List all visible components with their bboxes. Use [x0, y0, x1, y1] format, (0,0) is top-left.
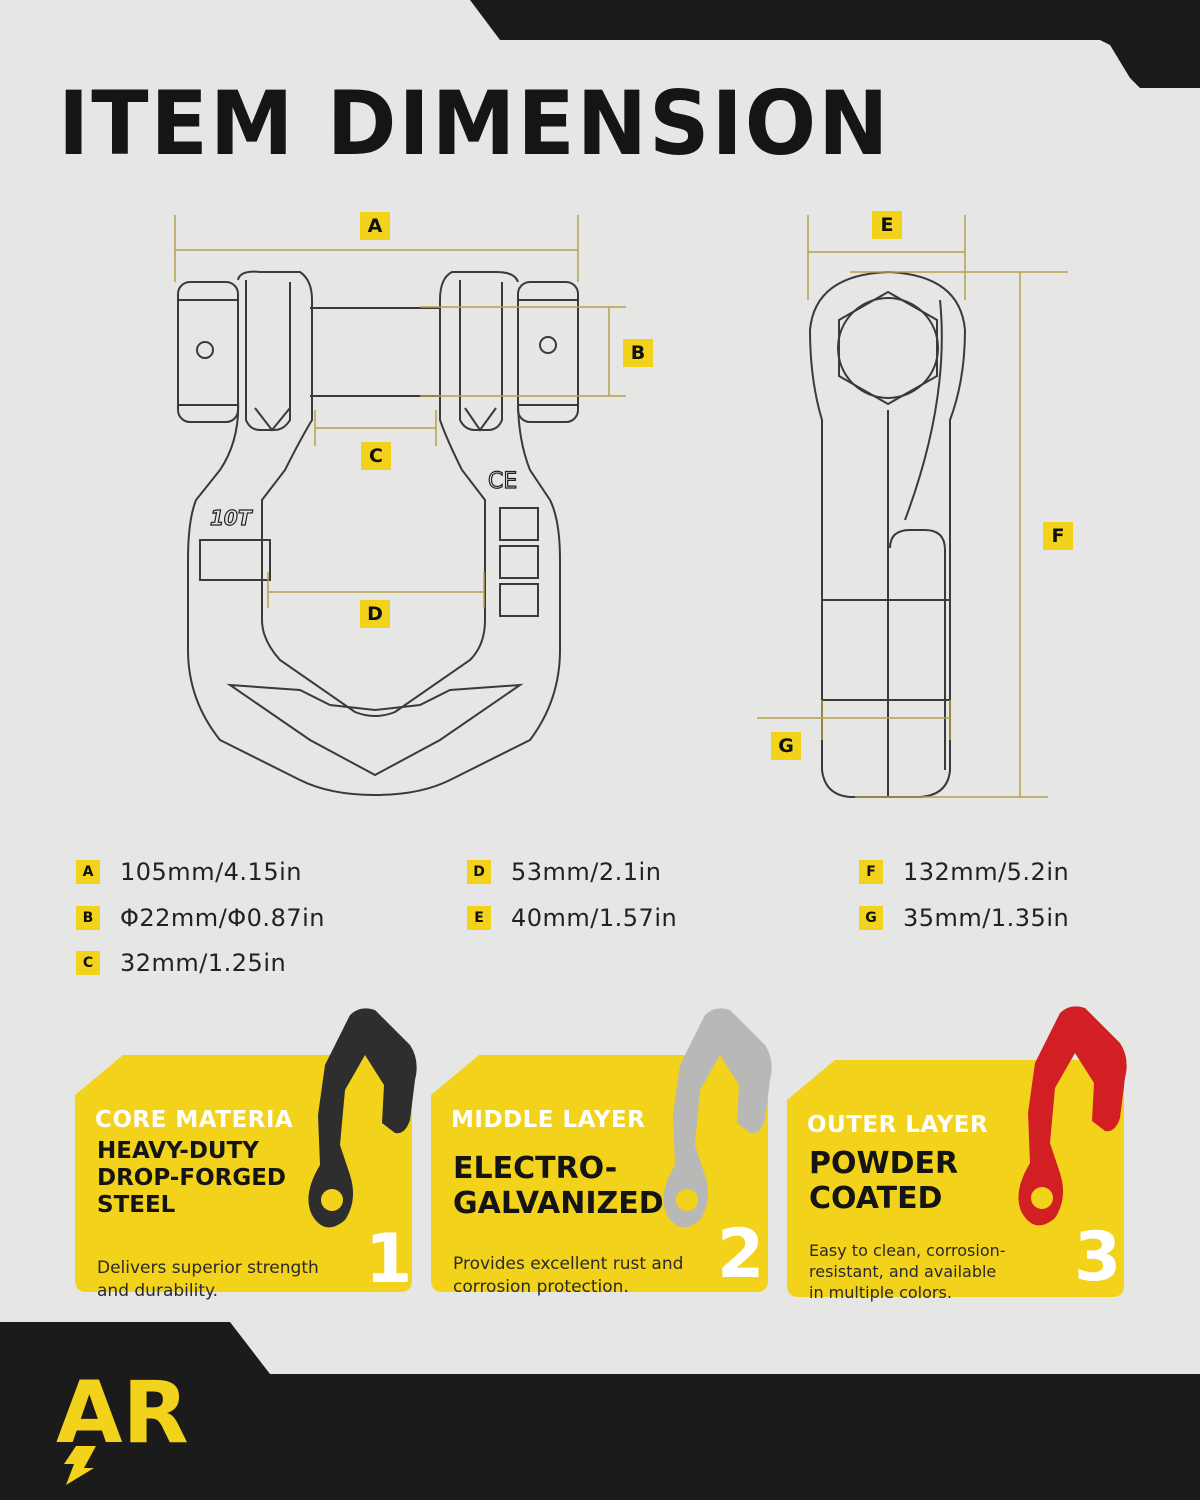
spec-key: G: [859, 906, 883, 930]
layer-description: Easy to clean, corrosion- resistant, and…: [809, 1241, 1006, 1302]
dim-label-f: F: [1043, 522, 1073, 550]
dim-label-e: E: [872, 211, 902, 239]
spec-value: 40mm/1.57in: [511, 904, 678, 932]
middle-hook-image: [663, 1008, 772, 1228]
spec-row-f: F 132mm/5.2in: [859, 857, 1069, 887]
spec-value: 132mm/5.2in: [903, 858, 1070, 886]
layer-number: 1: [365, 1220, 413, 1299]
spec-value: 105mm/4.15in: [120, 858, 302, 886]
dim-label-b: B: [623, 339, 653, 367]
spec-key: B: [76, 906, 100, 930]
ce-mark: CE: [488, 469, 517, 494]
footer-band: [0, 1322, 1200, 1500]
dim-label-c: C: [361, 442, 391, 470]
spec-key: C: [76, 951, 100, 975]
spec-value: 35mm/1.35in: [903, 904, 1070, 932]
layer-heading: HEAVY-DUTY DROP-FORGED STEEL: [97, 1138, 287, 1219]
spec-value: Φ22mm/Φ0.87in: [120, 904, 325, 932]
layer-description: Delivers superior strength and durabilit…: [97, 1258, 319, 1301]
spec-row-g: G 35mm/1.35in: [859, 903, 1069, 933]
spec-key: D: [467, 860, 491, 884]
layer-number: 3: [1074, 1218, 1122, 1297]
layer-description: Provides excellent rust and corrosion pr…: [453, 1254, 684, 1297]
dim-label-g: G: [771, 732, 801, 760]
layer-number: 2: [717, 1215, 765, 1294]
spec-value: 53mm/2.1in: [511, 858, 662, 886]
spec-key: A: [76, 860, 100, 884]
spec-row-a: A 105mm/4.15in: [76, 857, 302, 887]
spec-value: 32mm/1.25in: [120, 949, 287, 977]
outer-hook-image: [1018, 1006, 1127, 1226]
layer-label: OUTER LAYER: [807, 1112, 989, 1138]
top-corner-band: [470, 0, 1200, 88]
spec-row-d: D 53mm/2.1in: [467, 857, 661, 887]
brand-logo: AR: [56, 1363, 189, 1485]
spec-row-c: C 32mm/1.25in: [76, 948, 286, 978]
spec-row-b: B Φ22mm/Φ0.87in: [76, 903, 325, 933]
spec-key: E: [467, 906, 491, 930]
page-title: ITEM DIMENSION: [58, 72, 891, 175]
layer-label: CORE MATERIA: [95, 1107, 294, 1133]
spec-row-e: E 40mm/1.57in: [467, 903, 677, 933]
dim-label-a: A: [360, 212, 390, 240]
core-hook-image: [308, 1008, 417, 1228]
layer-label: MIDDLE LAYER: [451, 1107, 646, 1133]
layer-heading: ELECTRO- GALVANIZED: [453, 1151, 664, 1222]
dim-label-d: D: [360, 600, 390, 628]
spec-key: F: [859, 860, 883, 884]
front-load-rating: 10T: [210, 506, 253, 530]
shackle-technical-drawing: 10T CE: [174, 215, 1068, 798]
layer-heading: POWDER COATED: [809, 1146, 959, 1217]
